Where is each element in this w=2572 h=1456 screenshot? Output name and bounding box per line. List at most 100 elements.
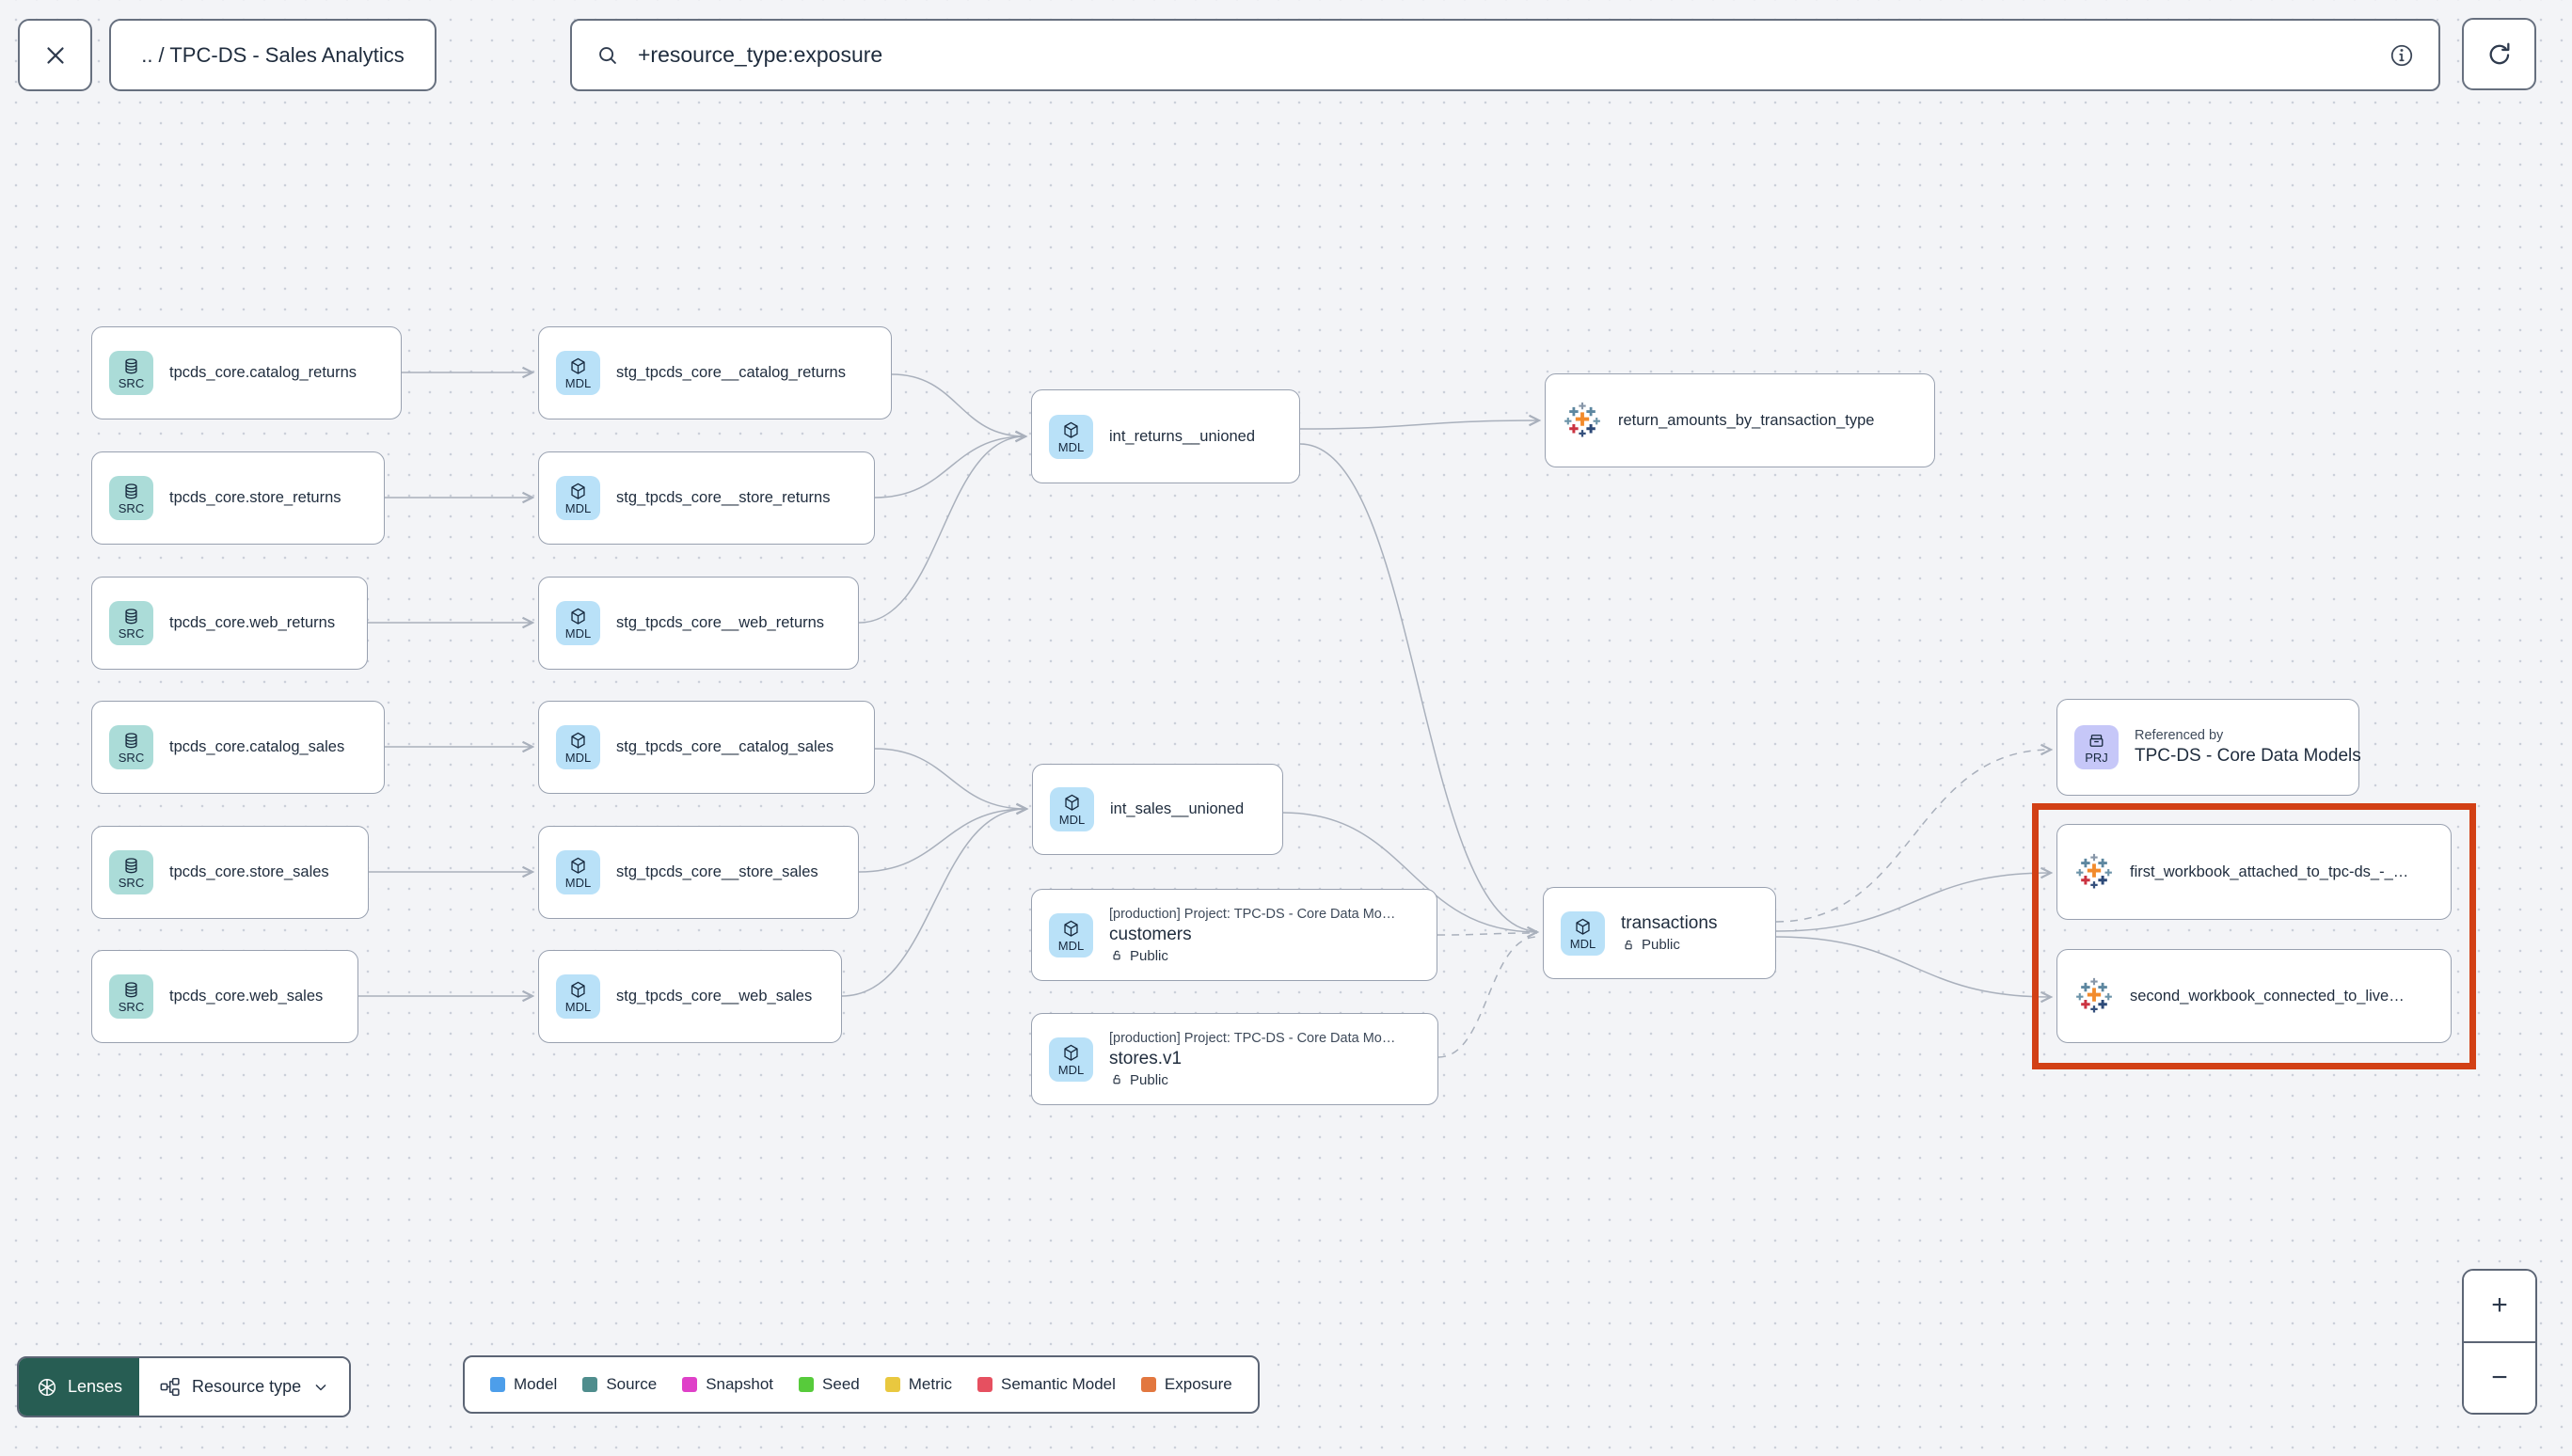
close-icon (46, 46, 64, 64)
info-icon[interactable] (2388, 41, 2416, 70)
chevron-down-icon (315, 1384, 326, 1390)
src-icon-badge: SRC (109, 476, 153, 520)
project-archive-icon (2089, 735, 2104, 747)
node-label: stg_tpcds_core__web_sales (616, 988, 813, 1005)
node-int-returns-unioned[interactable]: MDL int_returns__unioned (1031, 389, 1300, 483)
breadcrumb[interactable]: .. / TPC-DS - Sales Analytics (109, 19, 437, 91)
lineage-edge (1299, 420, 1539, 430)
aperture-icon (38, 1378, 56, 1396)
model-cube-icon (1064, 920, 1078, 937)
legend-label: Metric (908, 1375, 953, 1393)
search-bar[interactable] (570, 19, 2440, 91)
model-cube-icon (571, 608, 585, 625)
search-input[interactable] (636, 41, 2373, 69)
node-stg-store-sales[interactable]: MDL stg_tpcds_core__store_sales (538, 826, 859, 919)
node-label: tpcds_core.store_sales (169, 863, 329, 880)
refresh-button[interactable] (2462, 18, 2536, 90)
zoom-out-button[interactable]: − (2464, 1342, 2535, 1413)
lineage-edge (874, 436, 1025, 499)
node-label: stg_tpcds_core__web_returns (616, 614, 825, 631)
database-icon (125, 733, 137, 749)
node-label: tpcds_core.catalog_returns (169, 364, 357, 381)
node-label: stg_tpcds_core__catalog_returns (616, 364, 846, 381)
node-name: TPC-DS - Core Data Models (2135, 746, 2361, 766)
legend-swatch (682, 1377, 698, 1392)
node-label: stg_tpcds_core__catalog_sales (616, 738, 834, 755)
lineage-edge (1282, 812, 1537, 932)
legend-item-exposure: Exposure (1140, 1375, 1232, 1394)
node-label: int_returns__unioned (1109, 427, 1256, 445)
node-label: int_sales__unioned (1110, 800, 1245, 817)
lenses-button[interactable]: Lenses (19, 1358, 140, 1416)
mdl-icon-badge: MDL (556, 850, 600, 894)
lens-control: Lenses Resource type (17, 1356, 352, 1417)
lineage-edge (891, 373, 1025, 436)
access-badge-label: Public (1642, 937, 1680, 953)
model-cube-icon (1064, 1044, 1078, 1061)
node-label: tpcds_core.web_returns (169, 614, 336, 631)
node-prj-referenced-by[interactable]: PRJ Referenced by TPC-DS - Core Data Model… (2056, 699, 2361, 796)
mdl-icon-badge: MDL (1561, 910, 1605, 956)
node-exp-first-workbook[interactable]: first_workbook_attached_to_tpc-ds_-_… (2056, 824, 2452, 920)
access-badge: Public (1109, 948, 1395, 964)
node-label: stg_tpcds_core__store_sales (616, 863, 818, 880)
mdl-icon-badge: MDL (556, 601, 600, 645)
lineage-edge (841, 809, 1026, 997)
lineage-edge (1775, 936, 2051, 997)
node-stg-catalog-returns[interactable]: MDL stg_tpcds_core__catalog_returns (538, 326, 892, 419)
mdl-icon-badge: MDL (556, 351, 600, 395)
close-button[interactable] (18, 19, 92, 91)
zoom-control-divider (2464, 1340, 2535, 1343)
lineage-edge (858, 809, 1026, 873)
model-cube-icon (1576, 918, 1590, 935)
lineage-edge (1437, 936, 1538, 1058)
resource-type-dropdown[interactable]: Resource type (139, 1358, 350, 1416)
node-label: tpcds_core.web_sales (169, 988, 324, 1005)
legend-label: Model (514, 1375, 558, 1393)
legend-swatch (799, 1377, 815, 1392)
model-cube-icon (571, 483, 585, 499)
prj-icon-badge: PRJ (2074, 725, 2119, 769)
breadcrumb-label: .. / TPC-DS - Sales Analytics (141, 42, 405, 67)
lineage-edge (1775, 873, 2051, 932)
public-lock-icon (1625, 940, 1632, 949)
legend-item-model: Model (490, 1375, 557, 1394)
access-badge-label: Public (1130, 1071, 1168, 1088)
tableau-icon (2076, 977, 2112, 1013)
src-icon-badge: SRC (109, 974, 153, 1019)
node-stg-web-returns[interactable]: MDL stg_tpcds_core__web_returns (538, 577, 859, 670)
model-cube-icon (571, 732, 585, 749)
tableau-icon (1564, 402, 1600, 437)
zoom-in-button[interactable]: + (2464, 1271, 2535, 1341)
node-mdl-stores-v1[interactable]: MDL[production] Project: TPC-DS - Core D… (1031, 1013, 1438, 1105)
node-exp-return-amounts[interactable]: return_amounts_by_transaction_type (1545, 373, 1935, 467)
database-icon (125, 858, 137, 874)
model-cube-icon (1064, 421, 1078, 438)
legend-label: Snapshot (706, 1375, 774, 1393)
node-exp-second-workbook[interactable]: second_workbook_connected_to_live… (2056, 949, 2452, 1043)
legend-label: Seed (822, 1375, 860, 1393)
node-src-web-sales[interactable]: SRC tpcds_core.web_sales (91, 950, 358, 1043)
model-cube-icon (571, 981, 585, 998)
lenses-label: Lenses (68, 1377, 123, 1396)
public-lock-icon (1113, 1074, 1120, 1084)
legend-item-semantic-model: Semantic Model (977, 1375, 1116, 1394)
legend-label: Source (606, 1375, 658, 1393)
access-badge: Public (1109, 1072, 1395, 1088)
lineage-edge (874, 748, 1026, 809)
legend-item-snapshot: Snapshot (682, 1375, 773, 1394)
node-meta: Referenced by (2135, 728, 2224, 743)
node-mdl-customers[interactable]: MDL[production] Project: TPC-DS - Core D… (1031, 889, 1437, 981)
mdl-icon-badge: MDL (1049, 414, 1093, 459)
